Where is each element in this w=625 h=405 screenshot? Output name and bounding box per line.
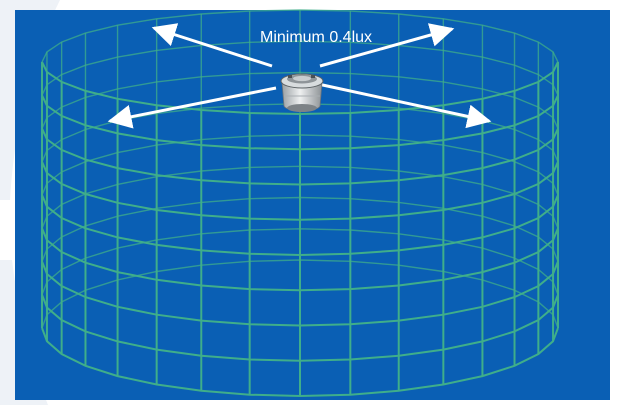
background-panel	[15, 10, 610, 400]
coverage-label: Minimum 0.4lux	[260, 29, 372, 46]
coverage-cylinder-grid	[41, 9, 559, 398]
arrow-lower-left	[107, 86, 277, 129]
coverage-arrows	[107, 23, 492, 129]
arrow-upper-right	[319, 23, 455, 68]
arrow-upper-left	[151, 23, 273, 68]
arrow-lower-right	[317, 82, 492, 129]
ceiling-mounted-sensor-icon	[280, 73, 324, 112]
